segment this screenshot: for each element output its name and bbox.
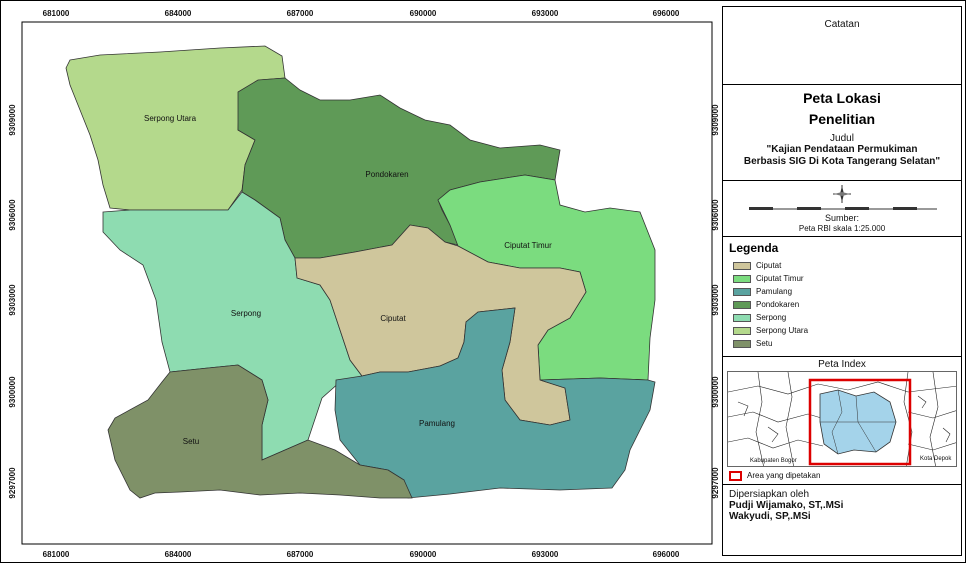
area-legend-label: Area yang dipetakan xyxy=(747,471,821,481)
legend-title: Legenda xyxy=(729,241,779,255)
district-label-ciputat-timur: Ciputat Timur xyxy=(504,241,552,250)
prepared-name-1: Pudji Wijamako, ST,.MSi xyxy=(729,500,844,511)
y-tick-left: 9306000 xyxy=(8,199,17,231)
index-map-section: Peta Index xyxy=(723,357,961,485)
prepared-label: Dipersiapkan oleh xyxy=(729,489,810,500)
legend-label: Setu xyxy=(756,339,773,348)
legend-swatch xyxy=(733,261,751,270)
y-tick-left: 9303000 xyxy=(8,284,17,316)
y-tick-right: 9309000 xyxy=(711,104,720,136)
district-label-ciputat: Ciputat xyxy=(380,314,406,323)
y-tick-left: 9300000 xyxy=(8,376,17,408)
x-tick-bottom: 684000 xyxy=(165,550,192,559)
x-tick-bottom: 681000 xyxy=(43,550,70,559)
district-label-pondokaren: Pondokaren xyxy=(365,170,408,179)
legend-item-ciputat-timur: Ciputat Timur xyxy=(733,274,804,284)
legend-item-ciputat: Ciputat xyxy=(733,261,781,271)
x-tick-top: 684000 xyxy=(165,9,192,18)
title-section: Peta Lokasi Penelitian Judul "Kajian Pen… xyxy=(723,85,961,181)
legend-swatch xyxy=(733,326,751,335)
index-extent-box xyxy=(808,378,912,466)
y-tick-left: 9309000 xyxy=(8,104,17,136)
y-tick-right: 9297000 xyxy=(711,467,720,499)
x-ticks-top: 681000 684000 687000 690000 693000 69600… xyxy=(43,9,680,18)
legend-label: Serpong xyxy=(756,313,787,322)
map-title-line1: Peta Lokasi xyxy=(803,90,881,106)
scale-bar xyxy=(749,207,937,210)
x-tick-bottom: 690000 xyxy=(410,550,437,559)
legend-label: Serpong Utara xyxy=(756,326,809,335)
y-tick-left: 9297000 xyxy=(8,467,17,499)
north-arrow-icon xyxy=(833,185,851,203)
x-tick-top: 696000 xyxy=(653,9,680,18)
prepared-name-2: Wakyudi, SP,.MSi xyxy=(729,511,811,522)
legend-swatch xyxy=(733,339,751,348)
area-legend: Area yang dipetakan xyxy=(729,471,820,481)
district-label-setu: Setu xyxy=(183,437,199,446)
scale-compass-graphic: Sumber: Peta RBI skala 1:25.000 xyxy=(749,185,937,233)
x-tick-bottom: 687000 xyxy=(287,550,314,559)
legend-item-serpong-utara: Serpong Utara xyxy=(733,326,808,336)
index-label-depok: Kota Depok xyxy=(920,456,952,462)
index-map-graphic: Kabupaten Bogor Kota Depok xyxy=(728,372,956,466)
index-map-title: Peta Index xyxy=(818,359,866,370)
index-map: Kabupaten Bogor Kota Depok xyxy=(727,371,957,467)
map-title-line2: Penelitian xyxy=(808,111,876,127)
district-label-pamulang: Pamulang xyxy=(419,419,455,428)
x-ticks-bottom: 681000 684000 687000 690000 693000 69600… xyxy=(43,550,680,559)
judul-line2: Berbasis SIG Di Kota Tangerang Selatan" xyxy=(743,156,941,167)
district-setu[interactable] xyxy=(107,364,413,499)
x-tick-top: 690000 xyxy=(410,9,437,18)
x-tick-top: 681000 xyxy=(43,9,70,18)
legend-item-pamulang: Pamulang xyxy=(733,287,792,297)
legend-label: Ciputat xyxy=(756,261,782,270)
legend-swatch xyxy=(733,287,751,296)
scale-section: Sumber: Peta RBI skala 1:25.000 xyxy=(723,181,961,237)
legend-item-setu: Setu xyxy=(733,339,772,349)
notes-section: Catatan xyxy=(723,7,961,85)
legend-swatch xyxy=(733,274,751,283)
prepared-section: Dipersiapkan oleh Pudji Wijamako, ST,.MS… xyxy=(723,485,961,555)
legend-label: Ciputat Timur xyxy=(756,274,804,283)
legend-label: Pondokaren xyxy=(756,300,800,309)
legend-section: Legenda Ciputat Ciputat Timur Pamulang P… xyxy=(723,237,961,357)
district-label-serpong-utara: Serpong Utara xyxy=(144,114,197,123)
legend-item-pondokaren: Pondokaren xyxy=(733,300,799,310)
x-tick-top: 693000 xyxy=(532,9,559,18)
info-panel: Catatan Peta Lokasi Penelitian Judul "Ka… xyxy=(722,6,962,556)
notes-heading: Catatan xyxy=(824,19,860,30)
main-map: Serpong Utara Pondokaren Ciputat Timur S… xyxy=(8,9,720,559)
y-ticks-right: 9309000 9306000 9303000 9300000 9297000 xyxy=(711,104,720,499)
x-tick-bottom: 693000 xyxy=(532,550,559,559)
legend-swatch xyxy=(733,313,751,322)
sumber-text: Peta RBI skala 1:25.000 xyxy=(799,224,886,233)
y-tick-right: 9306000 xyxy=(711,199,720,231)
judul-heading: Judul xyxy=(830,133,854,144)
legend-item-serpong: Serpong xyxy=(733,313,786,323)
judul-line1: "Kajian Pendataan Permukiman xyxy=(766,144,918,155)
y-tick-right: 9300000 xyxy=(711,376,720,408)
sumber-label: Sumber: xyxy=(825,213,859,223)
y-ticks-left: 9309000 9306000 9303000 9300000 9297000 xyxy=(8,104,17,499)
area-legend-swatch xyxy=(729,471,742,481)
legend-label: Pamulang xyxy=(756,287,793,296)
x-tick-top: 687000 xyxy=(287,9,314,18)
legend-swatch xyxy=(733,300,751,309)
x-tick-bottom: 696000 xyxy=(653,550,680,559)
district-label-serpong: Serpong xyxy=(231,309,261,318)
y-tick-right: 9303000 xyxy=(711,284,720,316)
index-label-bogor: Kabupaten Bogor xyxy=(750,458,797,464)
